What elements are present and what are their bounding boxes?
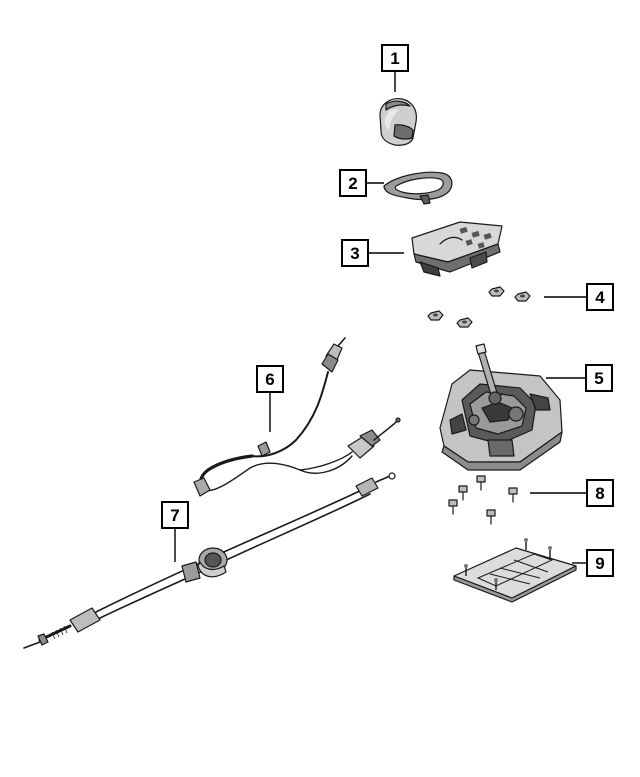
leader-lines [174, 71, 587, 564]
bolt [458, 485, 468, 501]
callout-3: 3 [341, 239, 369, 267]
bolt [476, 475, 486, 491]
part-2-bezel-ring[interactable] [383, 171, 453, 205]
callout-1: 1 [381, 44, 409, 72]
part-5-shifter-assembly[interactable] [439, 343, 563, 471]
nut [488, 286, 505, 297]
callout-5-label: 5 [594, 369, 603, 388]
callout-4-label: 4 [595, 288, 605, 307]
callout-7-label: 7 [170, 506, 179, 525]
part-3-indicator-bezel[interactable] [411, 221, 503, 277]
callout-9-label: 9 [595, 554, 604, 573]
callout-8: 8 [586, 479, 614, 507]
callout-2: 2 [339, 169, 367, 197]
nut [514, 291, 531, 302]
callout-7: 7 [161, 501, 189, 529]
part-4-nuts[interactable] [427, 286, 531, 328]
part-1-shift-knob[interactable] [379, 98, 417, 146]
callout-2-label: 2 [348, 174, 357, 193]
callout-6: 6 [256, 365, 284, 393]
part-7-shift-cable[interactable] [23, 472, 396, 649]
callout-5: 5 [585, 364, 613, 392]
nut [427, 310, 444, 321]
bolt [448, 499, 458, 515]
bolt [508, 487, 518, 503]
callout-6-label: 6 [265, 370, 274, 389]
callout-4: 4 [586, 283, 614, 311]
callout-3-label: 3 [350, 244, 359, 263]
callout-1-label: 1 [390, 49, 399, 68]
bolt [486, 509, 496, 525]
callout-8-label: 8 [595, 484, 604, 503]
nut [456, 317, 473, 328]
part-8-bolts[interactable] [448, 475, 518, 525]
part-9-mounting-plate[interactable] [453, 538, 577, 603]
callout-9: 9 [586, 549, 614, 577]
part-6-interlock-cable[interactable] [193, 337, 401, 497]
